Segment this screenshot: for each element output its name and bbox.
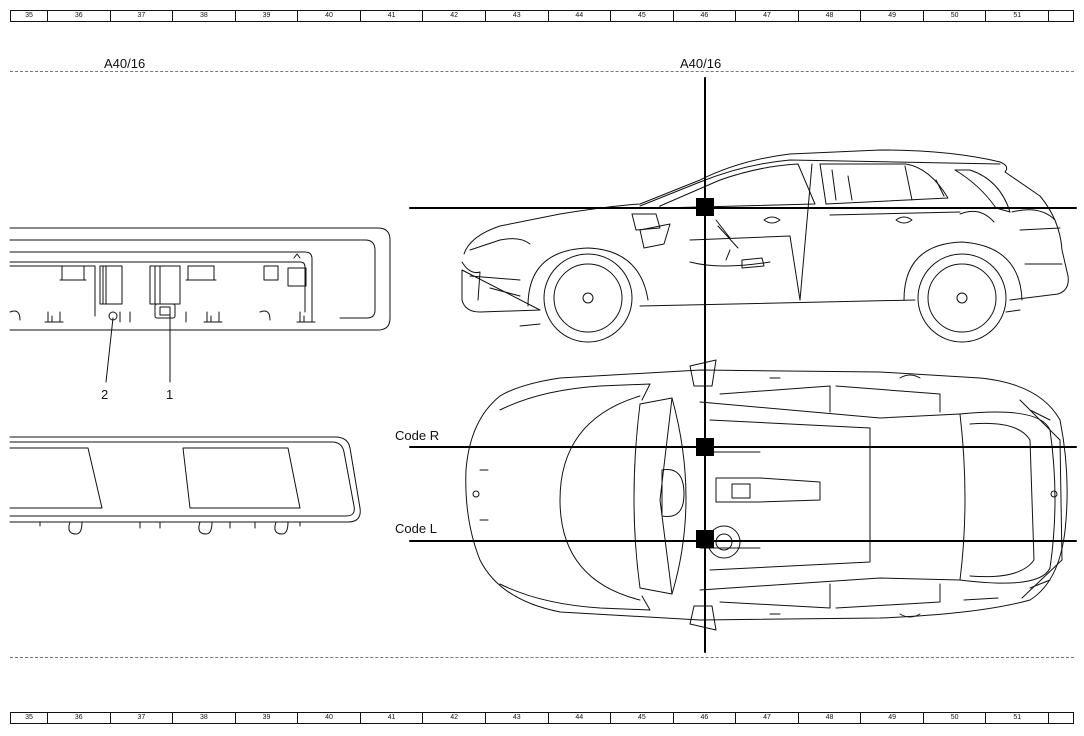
location-marker-code-l [696, 530, 714, 548]
code-r-label: Code R [395, 428, 440, 443]
vehicle-side-view [461, 149, 1069, 343]
ruler-top-cell: 40 [298, 11, 361, 21]
component-lens-detail [9, 436, 361, 535]
ruler-bottom-cell: 35 [11, 713, 48, 723]
ruler-bottom-cell: 36 [48, 713, 111, 723]
vehicle-top-view [465, 359, 1068, 631]
ruler-top-cell: 36 [48, 11, 111, 21]
ruler-bottom-cell: 51 [986, 713, 1049, 723]
ruler-bottom-cell: 37 [111, 713, 174, 723]
ruler-bottom-cell: 50 [924, 713, 987, 723]
position-crosshair [409, 77, 1077, 653]
dashed-separator-top [10, 71, 1074, 72]
ruler-top-cell: 39 [236, 11, 299, 21]
ruler-top-cell: 49 [861, 11, 924, 21]
ruler-bottom-cell: 40 [298, 713, 361, 723]
ruler-top-cell: 41 [361, 11, 424, 21]
ruler-bottom-cell: 38 [173, 713, 236, 723]
ruler-top-cell: 46 [674, 11, 737, 21]
component-housing-detail [9, 227, 391, 331]
callout-1-label: 1 [166, 387, 174, 402]
ruler-top-cell: 51 [986, 11, 1049, 21]
ruler-top-cell: 48 [799, 11, 862, 21]
component-label-left: A40/16 [104, 56, 146, 71]
ruler-top-cell: 50 [924, 11, 987, 21]
ruler-top-cell: 38 [173, 11, 236, 21]
ruler-bottom-cell: 42 [423, 713, 486, 723]
ruler-bottom-cell: 44 [549, 713, 612, 723]
component-label-right: A40/16 [680, 56, 722, 71]
ruler-top-cell: 35 [11, 11, 48, 21]
code-l-label: Code L [395, 521, 437, 536]
location-marker-code-r [696, 438, 714, 456]
dashed-separator-bottom [10, 657, 1074, 658]
ruler-bottom-cell: 39 [236, 713, 299, 723]
ruler-bottom-cell: 49 [861, 713, 924, 723]
callout-2-leader [105, 317, 114, 383]
ruler-top-cell: 42 [423, 11, 486, 21]
ruler-bottom-cell: 48 [799, 713, 862, 723]
ruler-top-cell: 45 [611, 11, 674, 21]
ruler-bottom-cell: 45 [611, 713, 674, 723]
ruler-top-cell: 43 [486, 11, 549, 21]
ruler-top-cell: 47 [736, 11, 799, 21]
ruler-bottom-cell: 46 [674, 713, 737, 723]
callout-2-label: 2 [101, 387, 109, 402]
ruler-top-cell: 37 [111, 11, 174, 21]
ruler-bottom-cell: 47 [736, 713, 799, 723]
ruler-bottom-cell: 43 [486, 713, 549, 723]
ruler-top-cell: 44 [549, 11, 612, 21]
ruler-bottom-cell: 41 [361, 713, 424, 723]
location-marker-side [696, 198, 714, 216]
